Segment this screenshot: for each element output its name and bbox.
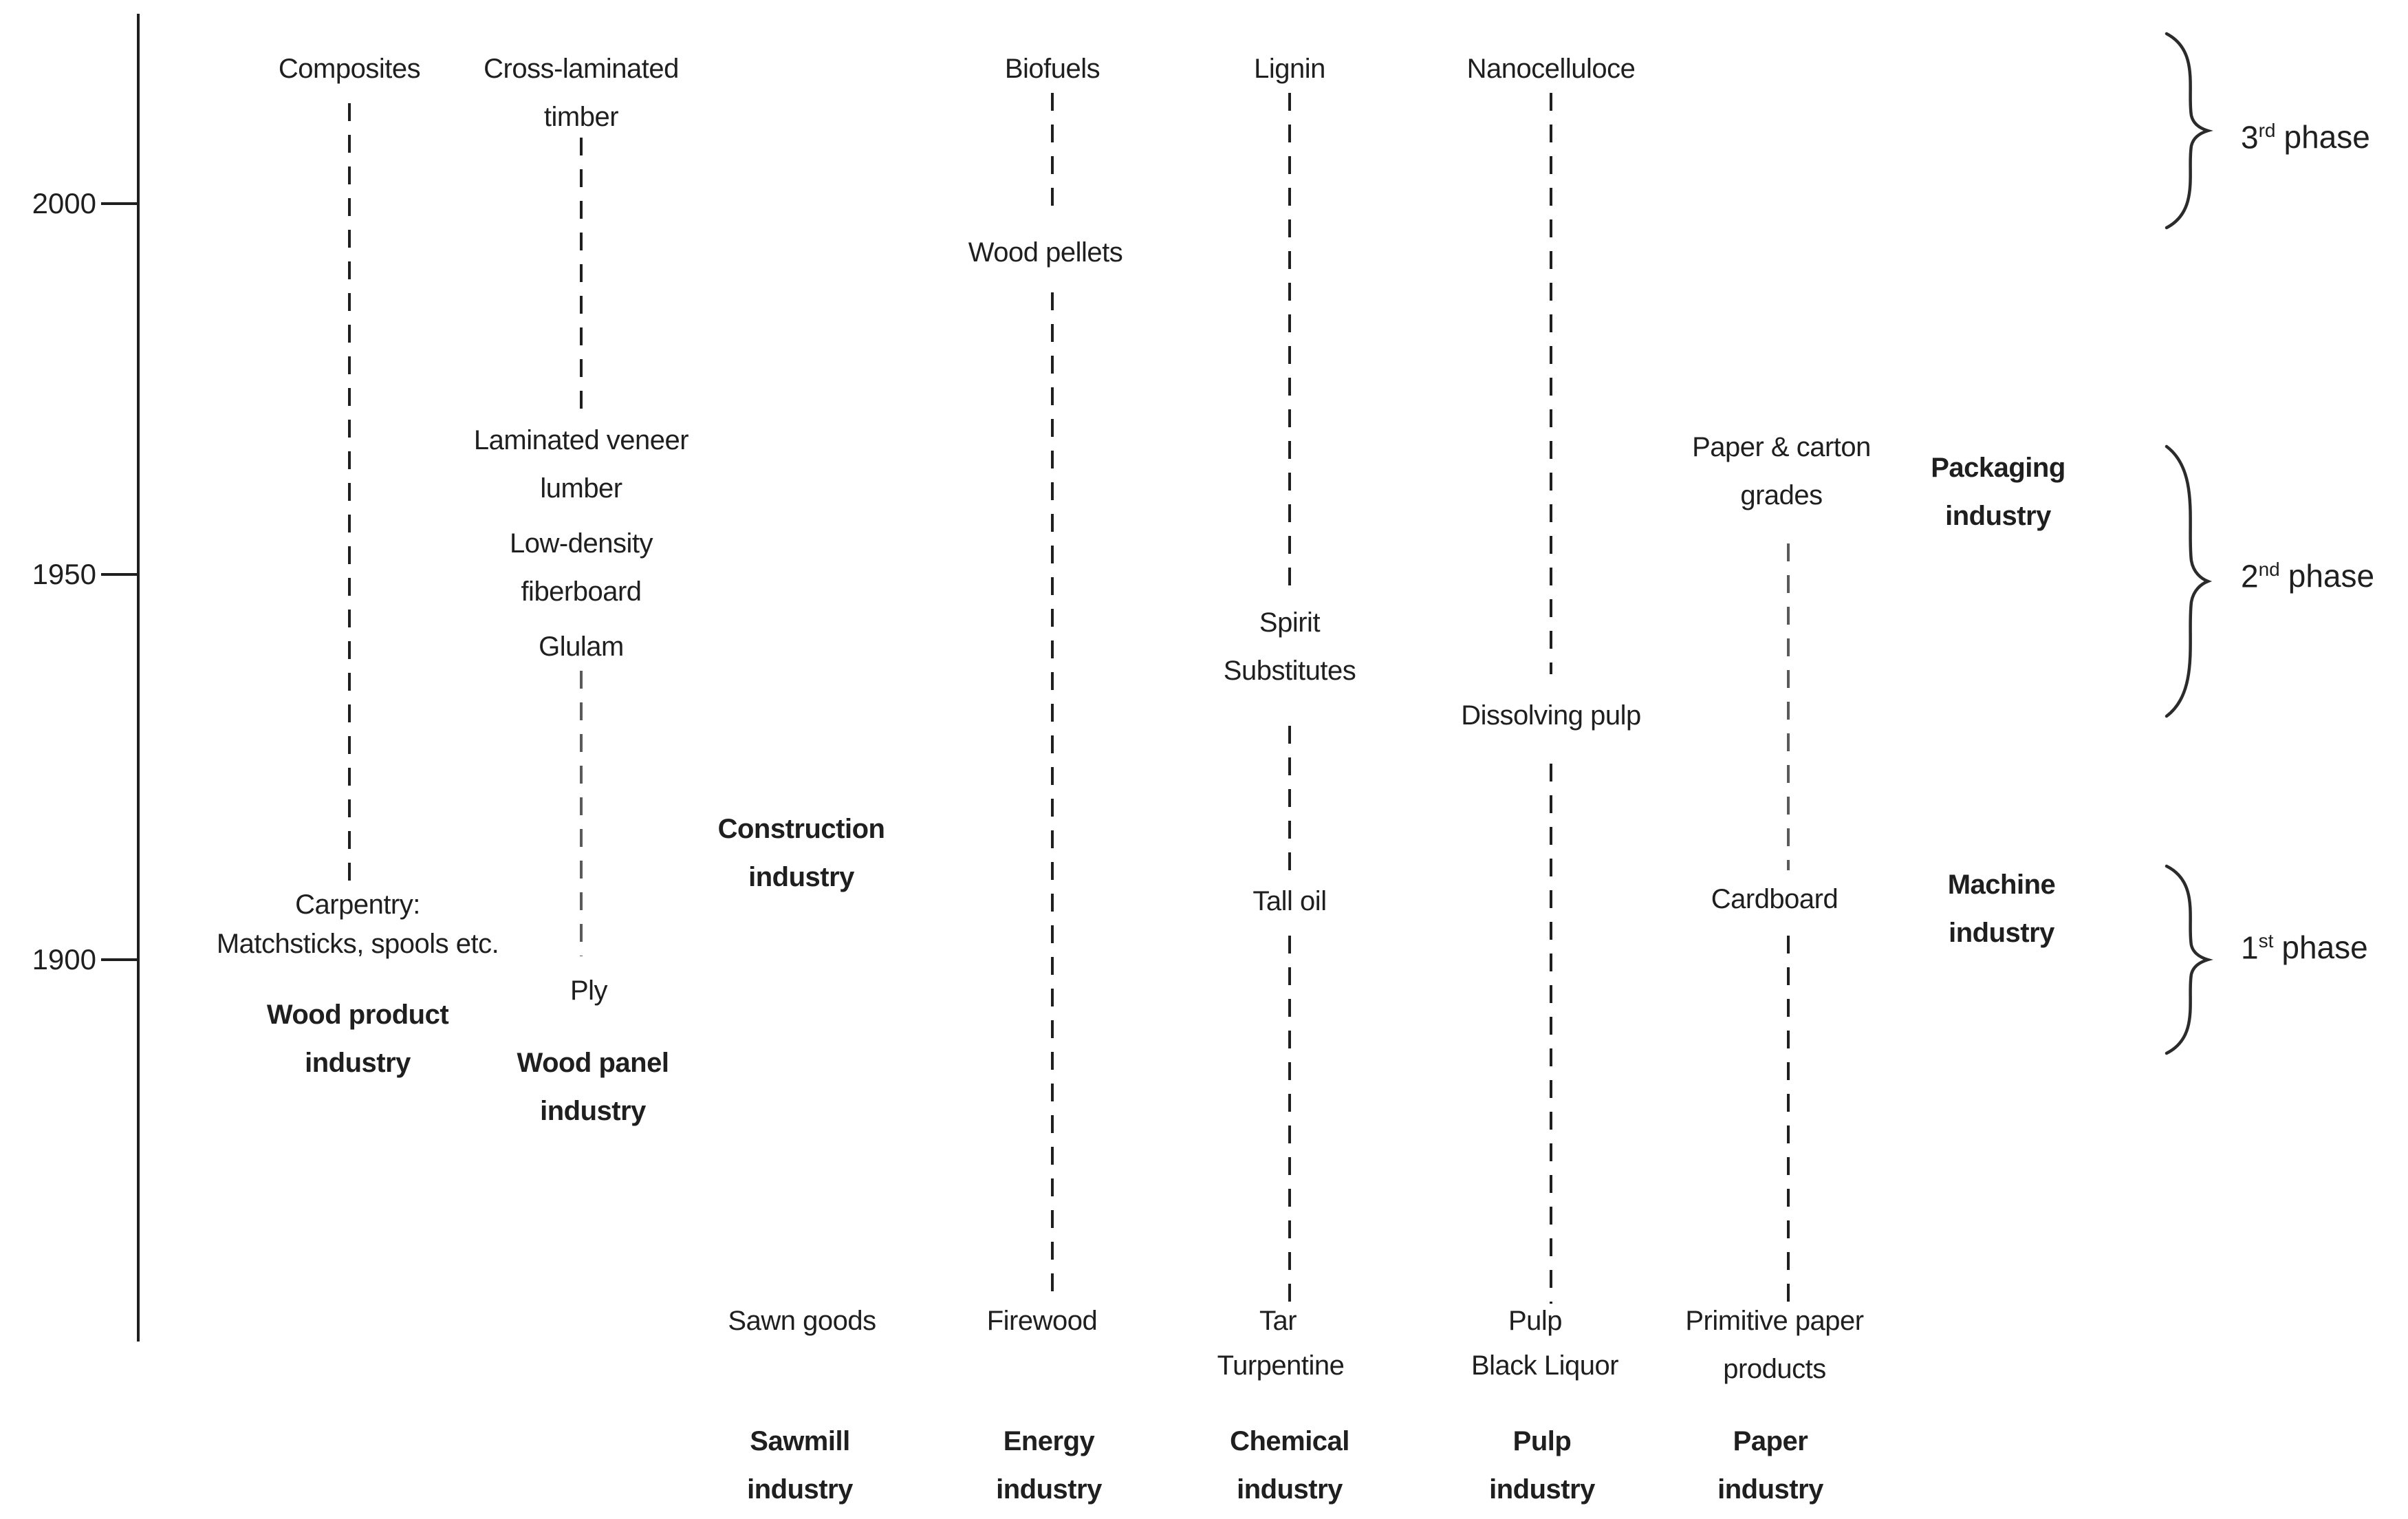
dashed-line-paper-lower: [1787, 936, 1790, 1304]
dashed-line-chemical-middle: [1288, 726, 1291, 870]
label-tar: Tar: [1259, 1306, 1297, 1336]
label-cross-laminated-timber: Cross-laminated timber: [484, 54, 679, 132]
label-pulp: Pulp: [1508, 1306, 1563, 1336]
phase-ordinal-suffix: st: [2258, 930, 2274, 951]
brace-2nd-phase: [2165, 444, 2213, 718]
dashed-line-energy-lower: [1051, 292, 1054, 1304]
label-lignin: Lignin: [1254, 54, 1325, 84]
label-paper-carton-grades: Paper & carton grades: [1692, 432, 1871, 510]
phase-word: phase: [2281, 929, 2368, 966]
label-sawn-goods: Sawn goods: [728, 1306, 876, 1336]
year-axis-line: [137, 14, 140, 1342]
label-paper-industry: Paper industry: [1717, 1426, 1823, 1505]
phase-word: phase: [2288, 558, 2375, 594]
phase-number: 1: [2241, 929, 2259, 966]
axis-tick-1900: [101, 958, 140, 961]
label-energy-industry: Energy industry: [996, 1426, 1102, 1505]
label-wood-panel-industry: Wood panel industry: [517, 1048, 669, 1126]
axis-tick-1950: [101, 573, 140, 576]
phase-ordinal-suffix: nd: [2258, 559, 2280, 580]
label-composites: Composites: [278, 54, 421, 84]
label-wood-product-industry: Wood product industry: [266, 1000, 449, 1078]
label-biofuels: Biofuels: [1004, 54, 1100, 84]
label-low-density-fiberboard: Low-density fiberboard: [510, 528, 653, 607]
label-firewood: Firewood: [986, 1306, 1098, 1336]
label-laminated-veneer-lumber: Laminated veneer lumber: [473, 425, 689, 504]
label-glulam: Glulam: [539, 632, 624, 662]
brace-3rd-phase: [2165, 32, 2213, 230]
label-construction-industry: Construction industry: [717, 814, 885, 892]
dashed-line-pulp-lower: [1550, 764, 1552, 1304]
dashed-line-cross-laminated-timber-upper: [580, 138, 583, 409]
phase-ordinal-suffix: rd: [2258, 120, 2276, 141]
phase-number: 3: [2241, 119, 2259, 155]
brace-1st-phase: [2165, 864, 2213, 1055]
label-tall-oil: Tall oil: [1252, 886, 1327, 916]
label-cardboard: Cardboard: [1711, 884, 1838, 914]
label-carpentry-title: Carpentry:: [295, 890, 420, 920]
axis-year-1950: 1950: [32, 558, 96, 590]
dashed-line-chemical-lower: [1288, 936, 1291, 1304]
label-packaging-industry: Packaging industry: [1931, 453, 2065, 531]
label-machine-industry: Machine industry: [1947, 870, 2056, 948]
label-wood-pellets: Wood pellets: [968, 237, 1123, 268]
axis-tick-2000: [101, 202, 140, 205]
label-sawmill-industry: Sawmill industry: [747, 1426, 853, 1505]
phase-word: phase: [2284, 119, 2370, 155]
dashed-line-composites: [348, 103, 351, 884]
axis-year-1900: 1900: [32, 943, 96, 976]
dashed-line-paper-upper: [1787, 543, 1790, 870]
axis-year-2000: 2000: [32, 187, 96, 219]
label-black-liquor: Black Liquor: [1471, 1350, 1619, 1381]
label-primitive-paper-products: Primitive paper products: [1685, 1306, 1864, 1384]
label-spirit-substitutes: Spirit Substitutes: [1223, 607, 1356, 686]
label-carpentry-items: Matchsticks, spools etc.: [216, 929, 499, 959]
dashed-line-wood-panel-lower: [580, 671, 583, 956]
label-turpentine: Turpentine: [1217, 1350, 1345, 1381]
label-dissolving-pulp: Dissolving pulp: [1461, 700, 1641, 731]
label-pulp-industry: Pulp industry: [1489, 1426, 1595, 1505]
label-ply: Ply: [570, 976, 608, 1006]
dashed-line-nanocellulose-upper: [1550, 93, 1552, 674]
dashed-line-lignin-upper: [1288, 93, 1291, 592]
label-nanocellulose: Nanocelluloce: [1466, 54, 1636, 84]
dashed-line-biofuels-upper: [1051, 93, 1054, 217]
phase-number: 2: [2241, 558, 2259, 594]
label-chemical-industry: Chemical industry: [1230, 1426, 1349, 1505]
